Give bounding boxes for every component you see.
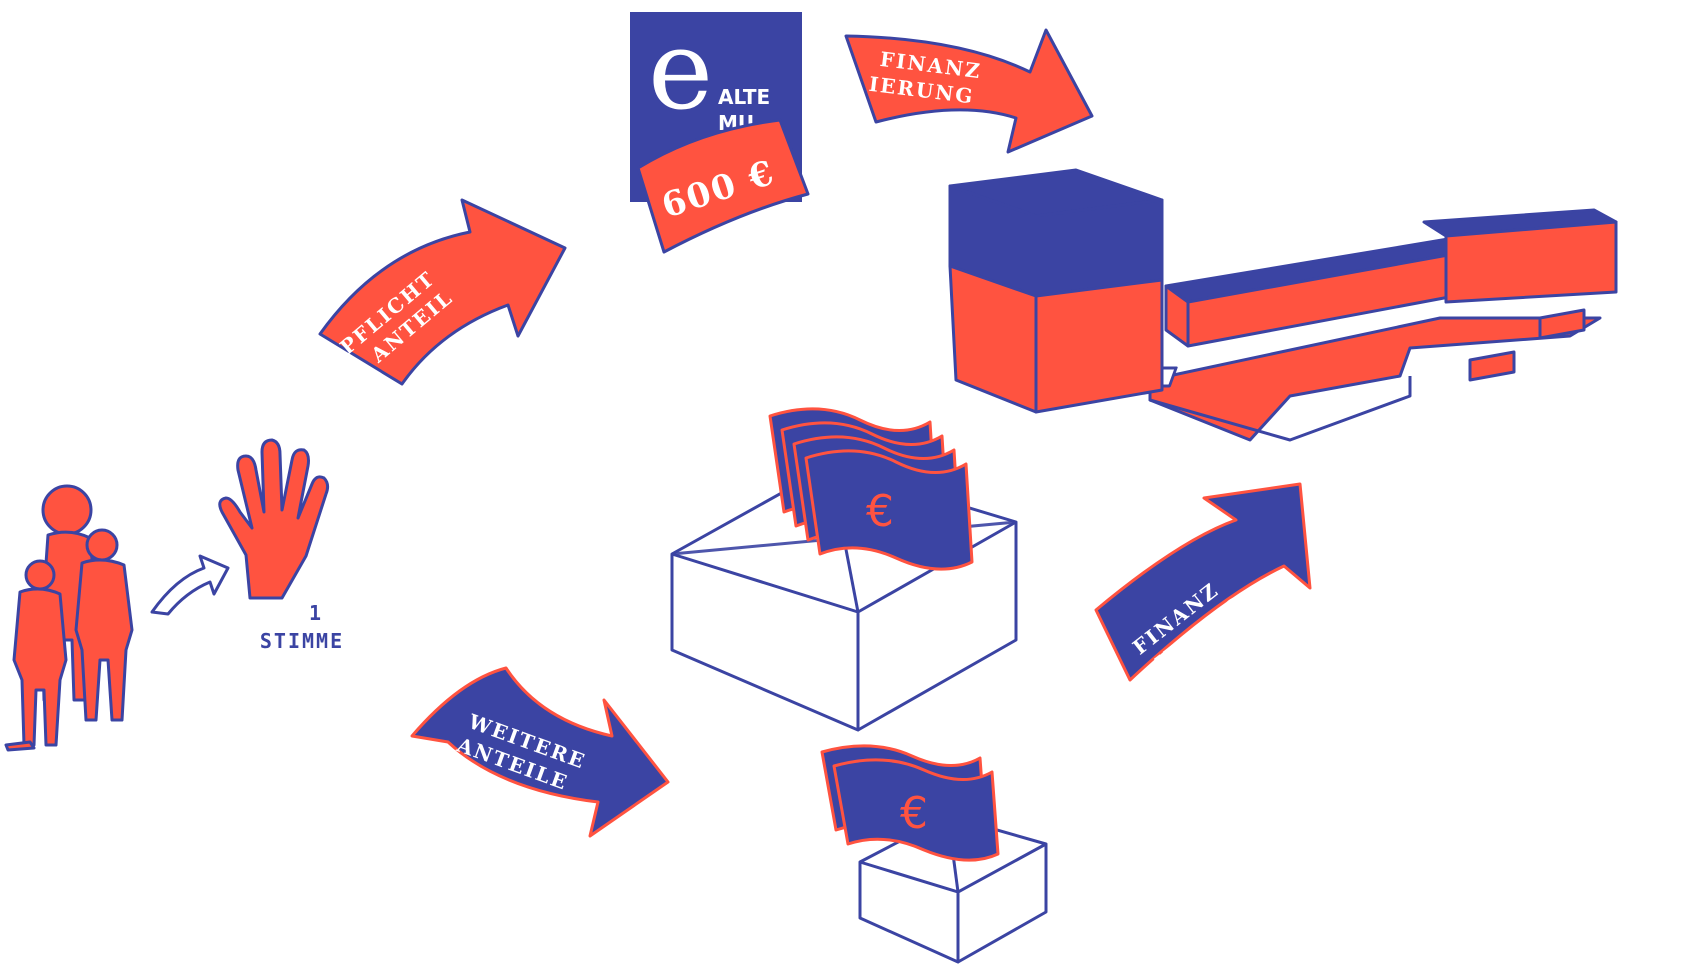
finanzierung-arrow-top: FINANZ IERUNG	[844, 28, 1094, 154]
logo-glyph: e	[648, 6, 713, 134]
people-group-icon	[4, 484, 134, 752]
euro-banknote-icon-small: €	[820, 744, 1000, 862]
pflicht-anteil-arrow: PFLICHT ANTEIL	[318, 198, 567, 386]
logo-line1: ALTE	[718, 85, 770, 109]
hand-icon	[218, 438, 330, 600]
euro-banknote-icon: €	[768, 407, 974, 571]
weitere-anteile-arrow: WEITERE ANTEILE	[410, 666, 670, 838]
vote-label: STIMME	[260, 629, 344, 653]
small-arrow-icon	[150, 554, 230, 616]
finanzierung-arrow-right: FINANZ IERUNG	[1094, 482, 1312, 682]
vote-count: 1	[309, 601, 323, 625]
building-icon	[948, 168, 1618, 442]
euro-symbol-small: €	[900, 788, 928, 839]
euro-symbol-large: €	[866, 486, 894, 537]
